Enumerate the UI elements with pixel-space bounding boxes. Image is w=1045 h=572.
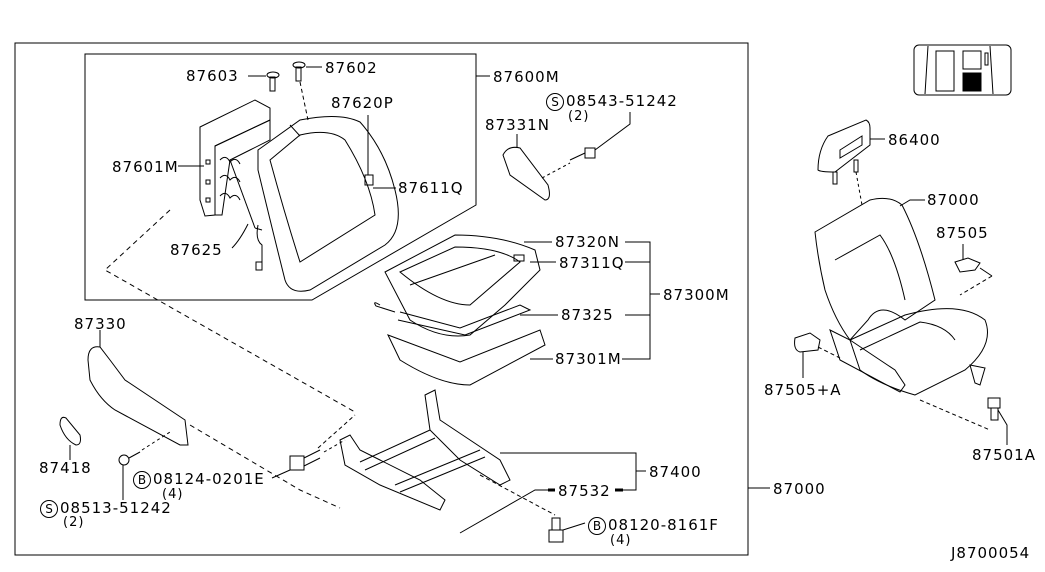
label-87331N: 87331N (485, 116, 550, 134)
dashed-guide (855, 171, 863, 206)
seat-assembly-87000 (814, 197, 988, 396)
leader-08543 (594, 112, 631, 151)
label-87418: 87418 (39, 459, 92, 477)
part-number: 08120-8161F (608, 516, 719, 534)
car-location-icon (913, 44, 1012, 96)
bolt-08124 (289, 449, 321, 471)
leader-08120 (562, 522, 586, 531)
diagram-reference-code: J8700054 (951, 544, 1031, 562)
side-finisher-87330 (87, 346, 189, 446)
seat-cushion-part (384, 234, 541, 337)
label-87000-right: 87000 (927, 191, 980, 209)
screw-shank (128, 451, 141, 459)
label-87400: 87400 (649, 463, 702, 481)
dashed-guide (323, 439, 346, 453)
leader-87501A (997, 409, 1008, 445)
label-87325: 87325 (561, 306, 614, 324)
label-87311Q: 87311Q (559, 254, 625, 272)
label-87601M: 87601M (112, 158, 179, 176)
dashed-guide (479, 474, 556, 516)
knob-87418 (59, 416, 81, 446)
seatback-subassembly-frame (84, 53, 477, 301)
label-87625: 87625 (170, 241, 223, 259)
part-number: 08543-51242 (566, 92, 678, 110)
seatback-cushion-part (257, 116, 399, 292)
seatback-frame-part (199, 99, 271, 231)
label-87301M: 87301M (555, 350, 622, 368)
headrest-guide-87603 (266, 71, 280, 92)
dashed-guide (299, 81, 309, 121)
clip-87505 (954, 257, 981, 273)
screw-symbol: S (546, 93, 564, 111)
part-number: 08124-0201E (153, 470, 265, 488)
label-87320N: 87320N (555, 233, 620, 251)
qty-08513: (2) (63, 515, 85, 530)
part-number: 08513-51242 (60, 499, 172, 517)
label-87620P: 87620P (331, 94, 394, 112)
main-assembly-frame (14, 42, 749, 556)
screw-08543 (569, 147, 596, 161)
headrest-86400 (817, 119, 871, 185)
dashed-guide (141, 431, 171, 451)
qty-08124: (4) (162, 487, 184, 502)
dashed-projection (189, 424, 341, 509)
label-87602: 87602 (325, 59, 378, 77)
screw-symbol: S (40, 500, 58, 518)
leader-08124 (271, 469, 291, 479)
wire-87532 (459, 489, 548, 534)
seat-adjuster-87400 (339, 389, 511, 511)
dashed-guide (979, 267, 993, 277)
label-87603: 87603 (186, 67, 239, 85)
seat-frame-87301M (387, 329, 546, 386)
headrest-guide-87602 (292, 61, 306, 82)
dashed-guide (919, 399, 991, 431)
seat-harness (374, 302, 396, 313)
bolt-symbol: B (133, 471, 151, 489)
label-87300M: 87300M (663, 286, 730, 304)
label-87505: 87505 (936, 224, 989, 242)
leader-87000-right (899, 199, 925, 207)
leader-87625 (231, 223, 249, 249)
bracket-87331N (502, 146, 550, 201)
bolt-symbol: B (588, 517, 606, 535)
bolt-87501A (987, 397, 1001, 421)
dashed-guide (959, 275, 993, 296)
harness-87625 (256, 224, 263, 262)
label-87532: 87532 (558, 482, 611, 500)
label-87611Q: 87611Q (398, 179, 464, 197)
dashed-guide (541, 162, 571, 179)
dashed-projection (317, 414, 356, 449)
bolt-08120 (548, 517, 564, 543)
screw-08513 (118, 454, 130, 466)
harness-connector (255, 261, 263, 271)
label-87600M: 87600M (493, 68, 560, 86)
bracket-87300M (622, 241, 651, 360)
label-87501A: 87501A (972, 446, 1036, 464)
seat-pad-87325 (397, 304, 532, 336)
label-87000-main: 87000 (773, 480, 826, 498)
qty-08543: (2) (568, 109, 590, 124)
dashed-projection (104, 209, 356, 413)
label-87505A: 87505+A (764, 381, 842, 399)
clip-87505A (794, 332, 821, 353)
qty-08120: (4) (610, 533, 632, 548)
label-87330: 87330 (74, 315, 127, 333)
label-86400: 86400 (888, 131, 941, 149)
